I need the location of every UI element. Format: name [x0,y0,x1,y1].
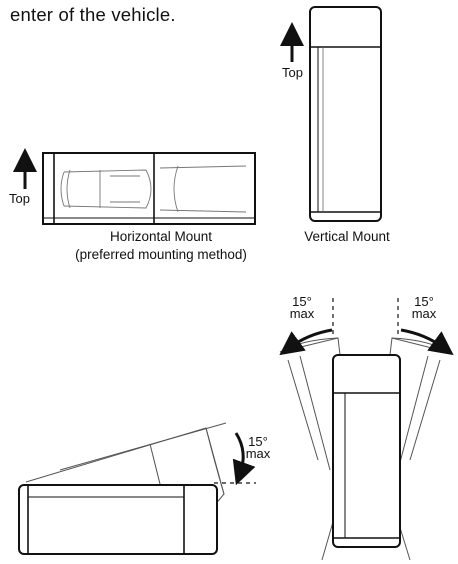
tilt-right-max: max [411,306,437,321]
tilt-right-degrees: 15° [414,294,434,309]
tilt-left-max: max [289,306,315,321]
tilt-arrow-left [279,328,333,356]
tilt-horizontal-max: max [245,446,271,461]
vertical-tilt-unit [279,298,449,561]
tilt-left-degrees: 15° [292,294,312,309]
top-label-horizontal: Top [9,191,30,206]
intro-text: enter of the vehicle. [10,4,176,25]
horizontal-mount-caption: Horizontal Mount [109,229,213,244]
tilt-arrow-right [400,328,454,356]
tilt-left-label: 15° max [286,294,318,321]
vertical-mount-unit [309,6,382,222]
horizontal-tilt-unit [18,422,256,555]
tilt-arrow-horizontal [232,432,256,486]
horizontal-mount-subcaption: (preferred mounting method) [75,247,247,262]
tilt-horizontal-label: 15° max [242,434,274,461]
top-label-vertical: Top [282,65,303,80]
vertical-mount-caption: Vertical Mount [304,229,390,244]
horizontal-mount-unit [42,152,256,225]
tilt-horizontal-degrees: 15° [248,434,268,449]
tilt-right-label: 15° max [408,294,440,321]
